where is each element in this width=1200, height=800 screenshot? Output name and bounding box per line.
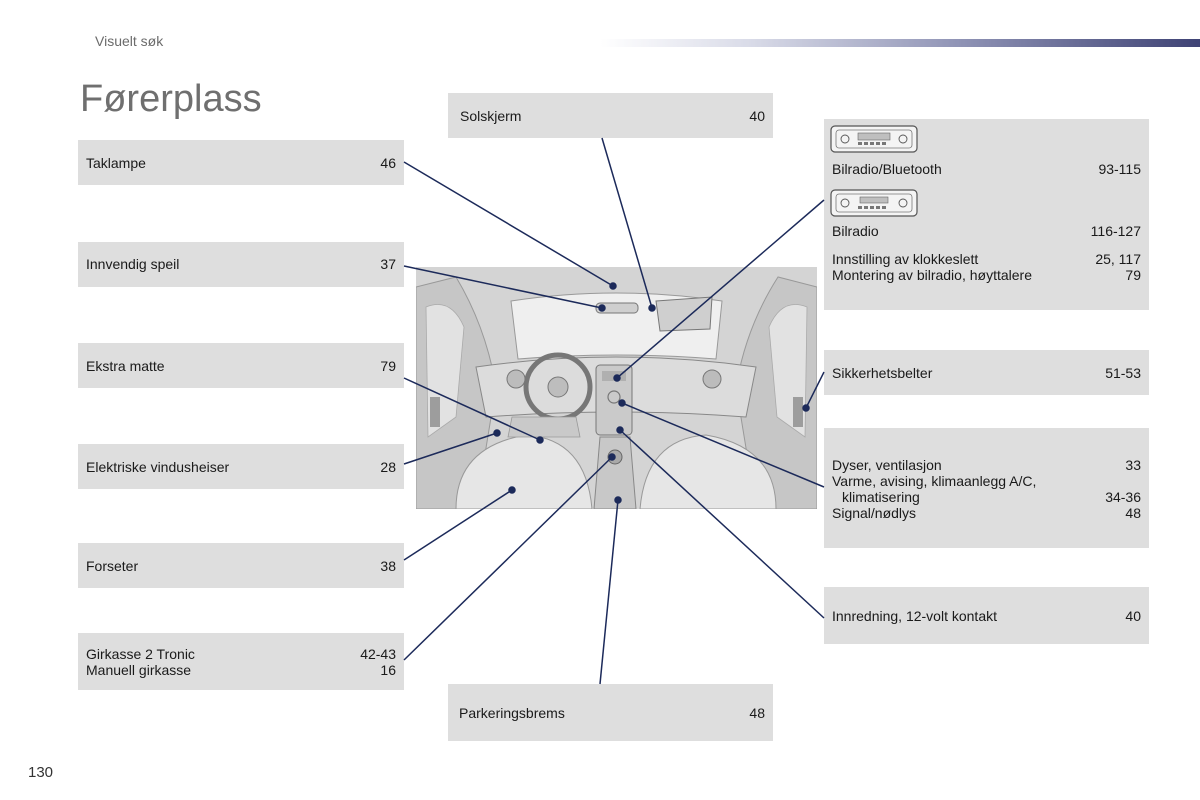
- callout-innredning[interactable]: Innredning, 12-volt kontakt 40: [824, 587, 1149, 644]
- header-bar: [600, 39, 1200, 47]
- callout-page: 79: [380, 358, 396, 374]
- callout-girkasse[interactable]: Girkasse 2 Tronic 42-43 Manuell girkasse…: [78, 633, 404, 690]
- callout-page: 40: [1125, 608, 1141, 624]
- callout-label: Innstilling av klokkeslett: [832, 251, 979, 267]
- callout-label: Sikkerhetsbelter: [832, 365, 933, 381]
- callout-dyser-ventilasjon[interactable]: Dyser, ventilasjon 33 Varme, avising, kl…: [824, 428, 1149, 548]
- callout-parkeringsbrems[interactable]: Parkeringsbrems 48: [448, 684, 773, 741]
- callout-forseter[interactable]: Forseter 38: [78, 543, 404, 588]
- callout-page: 25, 117: [1095, 251, 1141, 267]
- page-number: 130: [28, 764, 54, 781]
- callout-label: Bilradio: [832, 223, 879, 239]
- callout-page: 116-127: [1090, 223, 1141, 239]
- callout-page: 34-36: [1105, 489, 1141, 505]
- callout-label: Girkasse 2 Tronic: [86, 646, 195, 662]
- callout-label: Ekstra matte: [86, 358, 165, 374]
- callout-label: Elektriske vindusheiser: [86, 459, 230, 475]
- callout-label: Montering av bilradio, høyttalere: [832, 267, 1032, 283]
- callout-sikkerhetsbelter[interactable]: Sikkerhetsbelter 51-53: [824, 350, 1149, 395]
- callout-page: 28: [380, 459, 396, 475]
- callout-label: Taklampe: [86, 155, 146, 171]
- callout-page: 40: [749, 108, 765, 124]
- callout-bilradio[interactable]: Bilradio/Bluetooth 93-115 Bilradio 116-1…: [824, 119, 1149, 310]
- callout-elektriske-vindusheiser[interactable]: Elektriske vindusheiser 28: [78, 444, 404, 489]
- callout-label: Bilradio/Bluetooth: [832, 161, 942, 177]
- callout-taklampe[interactable]: Taklampe 46: [78, 140, 404, 185]
- callout-solskjerm[interactable]: Solskjerm 40: [448, 93, 773, 138]
- callout-page: 48: [1125, 505, 1141, 521]
- callout-ekstra-matte[interactable]: Ekstra matte 79: [78, 343, 404, 388]
- callout-page: 46: [380, 155, 396, 171]
- radio-icon: [830, 189, 918, 217]
- callout-page: 79: [1125, 267, 1141, 283]
- page-title: Førerplass: [80, 78, 262, 120]
- callout-page: 42-43: [360, 646, 396, 662]
- callout-label: klimatisering: [842, 489, 920, 505]
- car-interior-illustration: [416, 267, 817, 509]
- callout-label: Innvendig speil: [86, 256, 180, 272]
- callout-label: Parkeringsbrems: [459, 705, 565, 721]
- callout-page: 48: [749, 705, 765, 721]
- radio-bluetooth-icon: [830, 125, 918, 153]
- callout-label: Varme, avising, klimaanlegg A/C,: [832, 473, 1037, 489]
- callout-page: 38: [380, 558, 396, 574]
- callout-label: Solskjerm: [460, 108, 522, 124]
- callout-page: 51-53: [1105, 365, 1141, 381]
- callout-page: 93-115: [1098, 161, 1141, 177]
- section-label: Visuelt søk: [95, 33, 164, 49]
- callout-page: 16: [380, 662, 396, 678]
- callout-label: Dyser, ventilasjon: [832, 457, 942, 473]
- callout-page: 33: [1125, 457, 1141, 473]
- callout-innvendig-speil[interactable]: Innvendig speil 37: [78, 242, 404, 287]
- callout-label: Manuell girkasse: [86, 662, 192, 678]
- callout-label: Innredning, 12-volt kontakt: [832, 608, 997, 624]
- callout-label: Forseter: [86, 558, 139, 574]
- callout-label: Signal/nødlys: [832, 505, 917, 521]
- callout-page: 37: [380, 256, 396, 272]
